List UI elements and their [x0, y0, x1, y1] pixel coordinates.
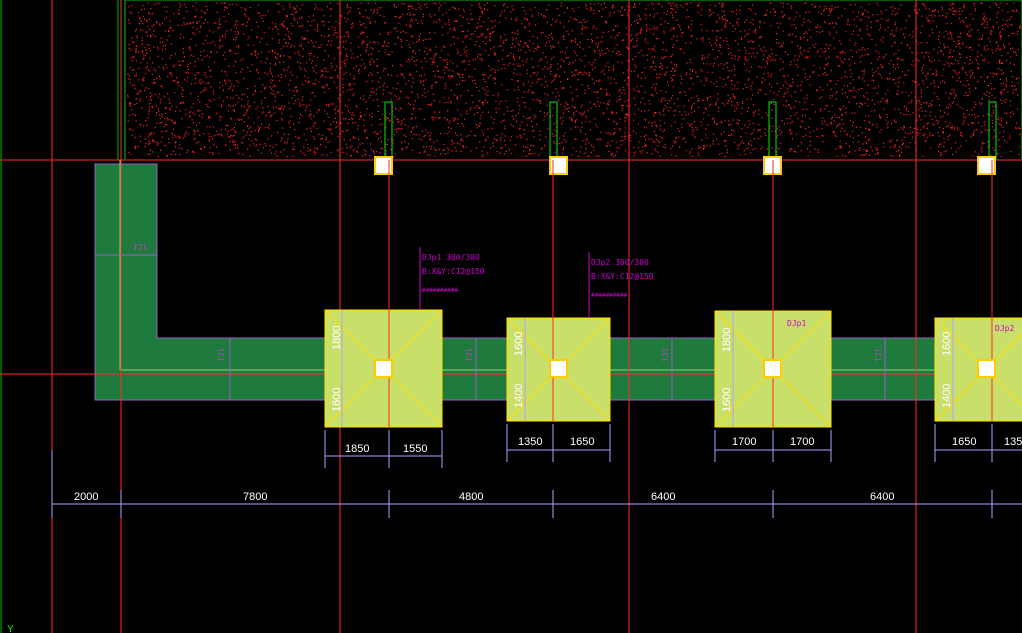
footing-djp1-b[interactable]: 1800 1600 1700 1700 DJp1	[714, 160, 832, 462]
slab-hatch	[127, 2, 1021, 158]
axis-dimension-line: 2000 7800 4800 6400 6400	[51, 450, 1022, 518]
footing-djp2-a[interactable]: 1600 1400 1350 1650	[506, 160, 611, 462]
slab-outline	[124, 0, 1022, 161]
grid-lines	[51, 0, 917, 633]
tag-size: 300/300	[446, 253, 480, 262]
column	[763, 359, 782, 378]
footing-djp1-a[interactable]: 1800 1600 1850 1550	[324, 160, 443, 468]
tag-extra: ##########	[422, 287, 459, 294]
dim-text: 135	[1004, 436, 1022, 448]
tag-name-size: DJp2 300/300	[591, 258, 649, 267]
beam-label: TJl	[661, 347, 670, 362]
dim-text: 1700	[790, 436, 814, 448]
dim-text: 1600	[331, 388, 343, 412]
dim-text: 4800	[459, 491, 483, 503]
footing-mark: DJp1	[787, 319, 806, 328]
hatch-dots	[127, 2, 1021, 158]
dim-text: 1700	[732, 436, 756, 448]
dim-text: 1600	[941, 332, 953, 356]
dim-text: 1400	[941, 384, 953, 408]
dim-text: 1550	[403, 443, 427, 455]
dim-text: 1850	[345, 443, 369, 455]
edge-column	[374, 156, 393, 175]
dim-text: 1650	[570, 436, 594, 448]
beam-label: TJl	[217, 347, 226, 362]
dim-text: 2000	[74, 491, 98, 503]
footing-tag-djp2[interactable]: DJp2 300/300 B:X&Y:C12@150 ##########	[588, 252, 654, 318]
beam-label: TJl	[465, 347, 474, 362]
dim-text: 1800	[331, 326, 343, 350]
tag-size: 300/300	[615, 258, 649, 267]
tag-name: DJp2	[591, 258, 610, 267]
column	[374, 359, 393, 378]
tag-name: DJp1	[422, 253, 441, 262]
footing-tag-djp1[interactable]: DJp1 300/300 B:X&Y:C12@150 ##########	[419, 247, 485, 310]
edge-column	[977, 156, 996, 175]
ucs-axis-label: Y	[7, 624, 14, 633]
footing-mark: DJp2	[995, 324, 1014, 333]
dim-text: 1800	[721, 328, 733, 352]
tag-extra: ##########	[591, 292, 628, 299]
dim-text: 6400	[651, 491, 675, 503]
dim-text: 1600	[513, 332, 525, 356]
beam-label: TJl	[874, 347, 883, 362]
dim-text: 1350	[518, 436, 542, 448]
dim-text: 1650	[952, 436, 976, 448]
footing-djp2-b[interactable]: 1600 1400 1650 135 DJp2	[934, 160, 1022, 462]
tag-rebar: B:X&Y:C12@150	[591, 272, 654, 281]
tag-name-size: DJp1 300/300	[422, 253, 480, 262]
column	[549, 359, 568, 378]
slab-area	[124, 0, 1022, 161]
tag-rebar: B:X&Y:C12@150	[422, 267, 485, 276]
edge-columns	[374, 156, 996, 175]
dim-text: 1400	[513, 384, 525, 408]
column	[977, 359, 996, 378]
dim-text: 1600	[721, 388, 733, 412]
dim-text: 6400	[870, 491, 894, 503]
beam-label: TJl	[133, 243, 148, 252]
dim-text: 7800	[243, 491, 267, 503]
edge-column	[549, 156, 568, 175]
